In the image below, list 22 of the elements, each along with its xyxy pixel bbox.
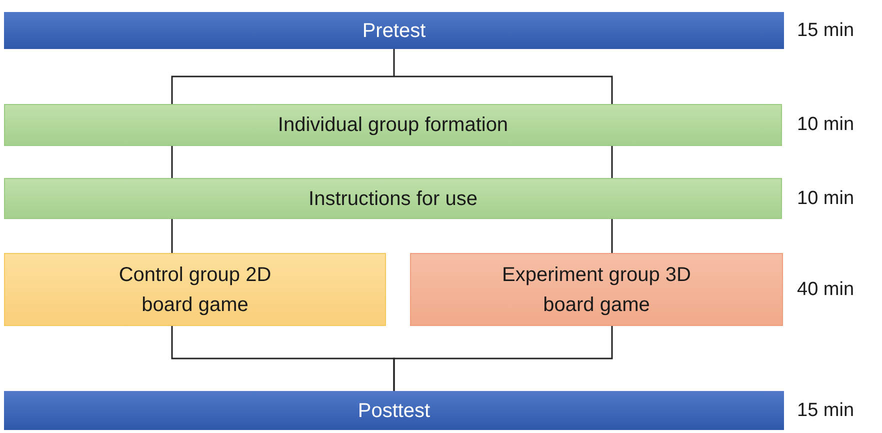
node-text: Pretest bbox=[362, 18, 426, 44]
stage-band bbox=[4, 391, 784, 430]
duration-label: 10 min bbox=[797, 186, 854, 210]
duration-label: 10 min bbox=[797, 113, 854, 137]
connector-line bbox=[171, 48, 613, 105]
node-text: Instructions for use bbox=[308, 186, 478, 212]
duration-label: 40 min bbox=[797, 278, 854, 302]
node-text: Control group 2D board game bbox=[118, 262, 272, 318]
stage-band bbox=[4, 104, 782, 146]
stage-band bbox=[4, 178, 782, 219]
duration-label: 15 min bbox=[797, 18, 854, 42]
node-text: Experiment group 3D board game bbox=[502, 262, 692, 318]
connector-line bbox=[611, 219, 613, 253]
node-text: Posttest bbox=[358, 398, 430, 424]
duration-label: 15 min bbox=[797, 398, 854, 422]
connector-line bbox=[393, 326, 613, 391]
stage-band bbox=[4, 12, 784, 49]
connector-line bbox=[171, 219, 173, 253]
connector-line bbox=[171, 145, 613, 179]
group-box bbox=[4, 253, 386, 326]
node-text: Individual group formation bbox=[278, 113, 508, 138]
group-box bbox=[410, 253, 783, 326]
